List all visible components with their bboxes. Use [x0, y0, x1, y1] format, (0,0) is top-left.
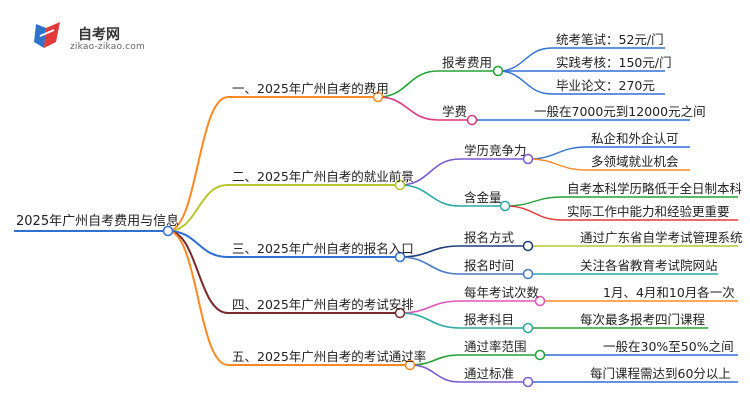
leaf-b2-c1-l1-connector [527, 146, 588, 160]
node-b3-c2-label[interactable]: 报名时间 [464, 258, 515, 273]
branch-3-connector [167, 230, 229, 258]
node-b2-c1-connector [399, 158, 461, 186]
leaf-pass-standard: 每门课程需达到60分以上 [590, 366, 731, 381]
logo-title: 自考网 [78, 27, 120, 43]
branch-2-connector [167, 184, 229, 232]
leaf-thesis-fee: 毕业论文：270元 [556, 78, 655, 93]
logo-subtitle: zikao-zikao.com [70, 42, 145, 52]
node-b5-c1-label[interactable]: 通过率范围 [464, 339, 527, 354]
branch-5-toggle[interactable] [404, 359, 416, 371]
branch-4-label[interactable]: 四、2025年广州自考的考试安排 [232, 297, 414, 312]
leaf-practice-fee: 实践考核：150元/门 [556, 55, 672, 70]
leaf-b2-c1-l2-connector [527, 158, 588, 171]
branch-1-label[interactable]: 一、2025年广州自考的费用 [232, 81, 389, 96]
site-logo[interactable] [30, 20, 64, 54]
node-b1-c1-connector [377, 70, 439, 98]
leaf-registration-website: 关注各省教育考试院网站 [580, 258, 718, 273]
node-b1-c2-label[interactable]: 学费 [442, 104, 468, 119]
leaf-exam-months: 1月、4月和10月各一次 [603, 285, 735, 300]
node-b5-c2-label[interactable]: 通过标准 [464, 366, 515, 381]
leaf-exam-fee: 统考笔试：52元/门 [556, 32, 664, 47]
node-b4-c2-toggle[interactable] [522, 322, 534, 334]
node-b1-c2-connector [377, 96, 439, 121]
leaf-registration-system: 通过广东省自学考试管理系统 [580, 230, 743, 245]
node-b4-c1-toggle[interactable] [534, 295, 546, 307]
node-b1-c2-toggle[interactable] [466, 114, 478, 126]
node-b2-c1-toggle[interactable] [522, 153, 534, 165]
node-b2-c2-toggle[interactable] [499, 200, 511, 212]
leaf-b2-c2-l1-connector [504, 196, 564, 207]
node-b4-c1-label[interactable]: 每年考试次数 [464, 285, 540, 300]
node-b5-c2-connector [409, 364, 461, 383]
node-b2-c2-connector [399, 184, 461, 207]
node-b5-c1-toggle[interactable] [534, 349, 546, 361]
leaf-degree-value: 自考本科学历略低于全日制本科 [567, 181, 743, 196]
node-b3-c1-toggle[interactable] [522, 240, 534, 252]
branch-3-toggle[interactable] [394, 251, 406, 263]
branch-3-label[interactable]: 三、2025年广州自考的报名入口 [232, 241, 414, 256]
branch-5-label[interactable]: 五、2025年广州自考的考试通过率 [232, 349, 427, 364]
leaf-b1-c1-l3-connector [497, 70, 553, 95]
leaf-max-courses: 每次最多报考四门课程 [580, 312, 706, 327]
node-b2-c2-label[interactable]: 含金量 [464, 190, 502, 205]
leaf-tuition: 一般在7000元到12000元之间 [534, 104, 706, 119]
node-b3-c2-toggle[interactable] [522, 268, 534, 280]
branch-5-connector [167, 230, 229, 366]
branch-2-label[interactable]: 二、2025年广州自考的就业前景 [232, 169, 414, 184]
node-b4-c2-connector [399, 312, 461, 329]
leaf-job-opportunities: 多领域就业机会 [591, 154, 679, 169]
node-b4-c2-label[interactable]: 报考科目 [464, 312, 515, 327]
node-b3-c1-label[interactable]: 报名方式 [464, 230, 515, 245]
branch-1-toggle[interactable] [372, 91, 384, 103]
branch-4-toggle[interactable] [394, 307, 406, 319]
node-b3-c2-connector [399, 256, 461, 275]
node-b1-c1-toggle[interactable] [492, 65, 504, 77]
leaf-pass-rate: 一般在30%至50%之间 [603, 339, 734, 354]
leaf-employer-recognition: 私企和外企认可 [591, 131, 679, 146]
node-b2-c1-label[interactable]: 学历竞争力 [464, 143, 527, 158]
branch-1-connector [167, 96, 229, 232]
leaf-b1-c1-l1-connector [497, 47, 553, 72]
root-node-toggle[interactable] [162, 225, 174, 237]
node-b5-c2-toggle[interactable] [522, 376, 534, 388]
branch-2-toggle[interactable] [394, 179, 406, 191]
root-node-label[interactable]: 2025年广州自考费用与信息 [16, 214, 180, 229]
branch-4-connector [167, 230, 229, 314]
leaf-ability-matters: 实际工作中能力和经验更重要 [567, 204, 730, 219]
logo-icon [34, 22, 60, 48]
leaf-b2-c2-l2-connector [504, 205, 564, 221]
node-b1-c1-label[interactable]: 报考费用 [442, 55, 493, 70]
